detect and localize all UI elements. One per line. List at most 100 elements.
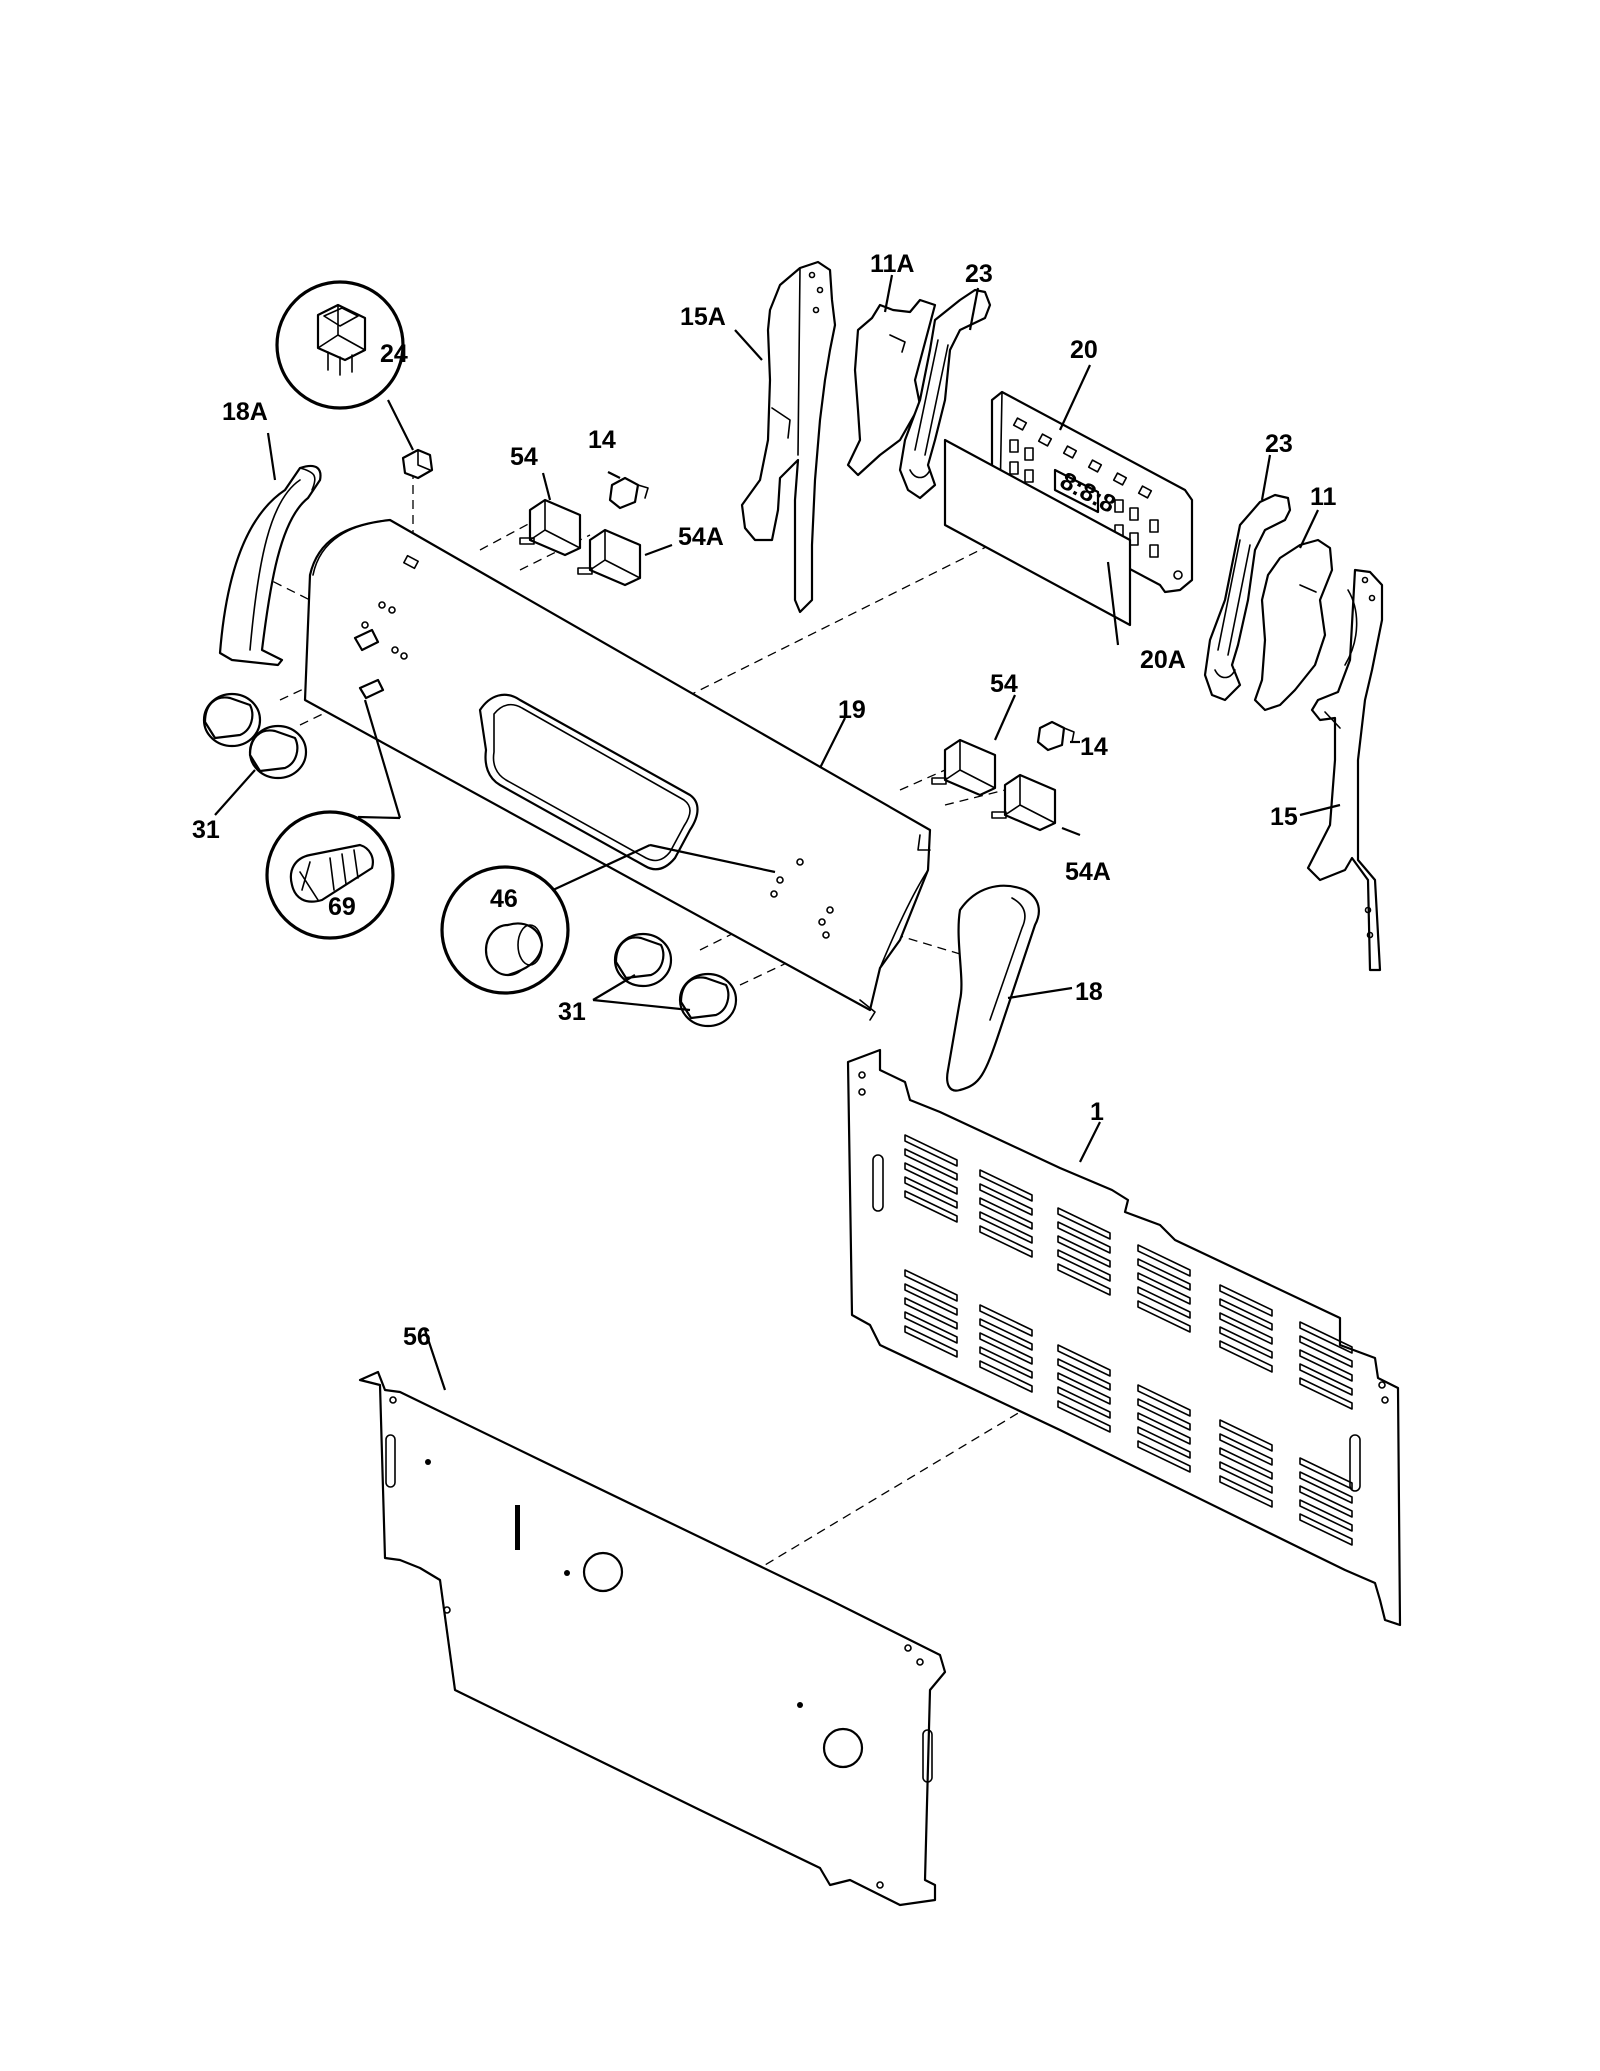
label-23-right: 23 (1265, 430, 1293, 458)
label-14-upper: 14 (588, 426, 616, 454)
overlay-film (943, 438, 1132, 627)
vent-slot (1137, 1398, 1191, 1431)
left-end-cap (218, 464, 322, 667)
vent-slot (979, 1318, 1033, 1351)
bracket-right (1203, 493, 1292, 702)
label-18A: 18A (222, 398, 268, 426)
label-20A: 20A (1140, 646, 1186, 674)
vent-slot (1137, 1286, 1191, 1319)
vent-slot (904, 1134, 958, 1167)
label-69: 69 (328, 893, 356, 921)
label-20: 20 (1070, 336, 1098, 364)
label-1: 1 (1090, 1098, 1104, 1126)
vent-slot (979, 1183, 1033, 1216)
vent-slot (979, 1169, 1033, 1202)
back-panel (846, 1048, 1402, 1627)
vent-slot (979, 1225, 1033, 1258)
vent-slot (1137, 1440, 1191, 1473)
label-11A: 11A (870, 250, 914, 278)
vent-slot (904, 1190, 958, 1223)
vent-slot (1137, 1384, 1191, 1417)
vent-slot (1219, 1419, 1273, 1452)
vent-slot (1299, 1349, 1353, 1382)
knob-upper-right (248, 724, 308, 780)
vent-slot (904, 1176, 958, 1209)
vent-slot (1137, 1244, 1191, 1277)
right-side-trim (1306, 568, 1384, 972)
vent-slot (1299, 1499, 1353, 1532)
callout-46-plug-button (440, 843, 776, 995)
switch-54-lower (931, 738, 997, 797)
lower-back-panel (358, 1370, 947, 1907)
bracket-left (898, 288, 992, 500)
vent-slot (979, 1304, 1033, 1337)
label-11: 11 (1310, 483, 1337, 511)
right-insulation (1253, 538, 1334, 712)
label-15A: 15A (680, 303, 726, 331)
vent-slot (1299, 1363, 1353, 1396)
vent-slot (1219, 1284, 1273, 1317)
vent-slot (979, 1211, 1033, 1244)
label-54-upper: 54 (510, 443, 538, 471)
vent-slot (1057, 1207, 1111, 1240)
vent-slot (1137, 1426, 1191, 1459)
vent-slot (1137, 1272, 1191, 1305)
label-54A-lower: 54A (1065, 858, 1111, 886)
vent-slot (1219, 1475, 1273, 1508)
vent-slot (1057, 1263, 1111, 1296)
switch-54A-upper (577, 528, 642, 587)
label-31-upper: 31 (192, 816, 220, 844)
knob-upper-left (202, 692, 262, 748)
callout-69-screw (265, 699, 402, 940)
vent-slot (1299, 1377, 1353, 1410)
vent-slot (1057, 1400, 1111, 1433)
label-19: 19 (838, 696, 866, 724)
label-31-lower: 31 (558, 998, 586, 1026)
indicator-light-lower (1036, 720, 1075, 752)
vent-slot (1219, 1312, 1273, 1345)
vent-slot (1057, 1386, 1111, 1419)
vent-slot (1057, 1235, 1111, 1268)
vent-slot (1057, 1221, 1111, 1254)
vent-slot (1299, 1321, 1353, 1354)
knob-lower-left (613, 932, 673, 988)
vent-slot (1219, 1340, 1273, 1373)
switch-54-upper (519, 498, 582, 557)
vent-slot (979, 1332, 1033, 1365)
left-side-trim (740, 260, 837, 614)
vent-slot (1057, 1372, 1111, 1405)
label-54-lower: 54 (990, 670, 1018, 698)
vent-slot (1219, 1326, 1273, 1359)
vent-slot (979, 1346, 1033, 1379)
vent-slot (1219, 1433, 1273, 1466)
vent-slot (1299, 1335, 1353, 1368)
label-24: 24 (380, 340, 408, 368)
vent-slot (979, 1197, 1033, 1230)
back-panel-vents (904, 1134, 1353, 1546)
vent-slot (1299, 1471, 1353, 1504)
vent-slot (1219, 1461, 1273, 1494)
label-54A-upper: 54A (678, 523, 724, 551)
vent-slot (1299, 1513, 1353, 1546)
vent-slot (904, 1148, 958, 1181)
vent-slot (1057, 1344, 1111, 1377)
vent-slot (1137, 1258, 1191, 1291)
label-56: 56 (403, 1323, 431, 1351)
label-23-left: 23 (965, 260, 993, 288)
switch-54A-lower (991, 773, 1057, 832)
vent-slot (904, 1162, 958, 1195)
knob-lower-right (678, 972, 738, 1028)
control-panel (303, 518, 932, 1021)
vent-slot (904, 1325, 958, 1358)
leader-lines (214, 274, 1341, 1391)
part-labels: 1 11 11A 14 14 15 15A 18 18A 19 20 20A 2… (192, 250, 1337, 1351)
rocker-switch-small (401, 448, 434, 480)
indicator-light-upper (608, 476, 649, 510)
label-46: 46 (490, 885, 518, 913)
vent-slot (1299, 1485, 1353, 1518)
vent-slot (1137, 1412, 1191, 1445)
vent-slot (904, 1283, 958, 1316)
right-end-cap (946, 884, 1040, 1092)
vent-slot (1219, 1298, 1273, 1331)
